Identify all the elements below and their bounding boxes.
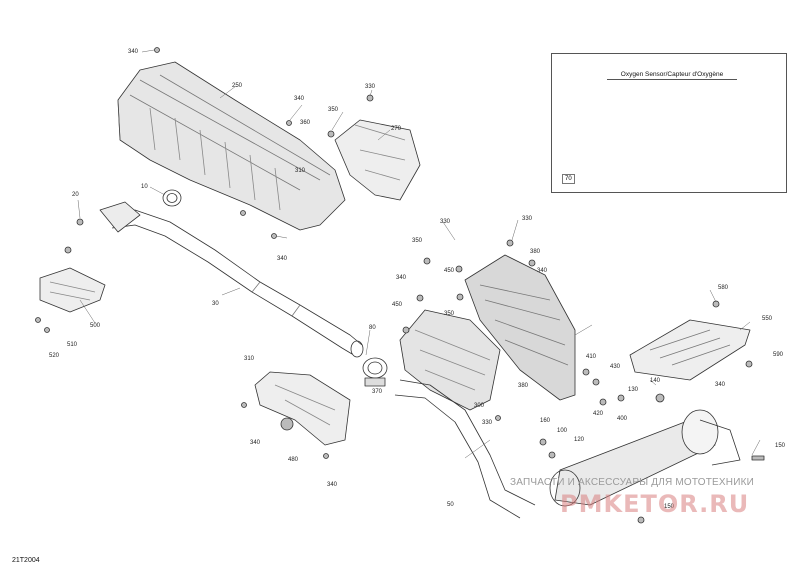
- bracket-310: [254, 371, 351, 446]
- callout: 150: [775, 443, 786, 449]
- callout: 500: [90, 323, 101, 329]
- callout: 450: [444, 268, 455, 274]
- heat-shield-250: [117, 61, 346, 231]
- drawing-id: 21T2004: [12, 557, 40, 564]
- oxygen-sensor-inset: Oxygen Sensor/Capteur d'Oxygène 70: [551, 53, 787, 193]
- callout: 580: [718, 285, 729, 291]
- callout: 340: [128, 49, 139, 55]
- callout: 360: [300, 120, 311, 126]
- watermark-text: ЗАПЧАСТИ И АКСЕССУАРЫ ДЛЯ МОТОТЕХНИКИ: [510, 477, 755, 488]
- callout: 310: [295, 168, 306, 174]
- callout: 550: [762, 316, 773, 322]
- callout: 340: [396, 275, 407, 281]
- callout: 520: [49, 353, 60, 359]
- exhaust-pipe-30: [99, 201, 364, 358]
- exhaust-pipe-50: [394, 379, 536, 519]
- callout: 100: [557, 428, 568, 434]
- callout: 330: [440, 219, 451, 225]
- callout: 330: [365, 84, 376, 90]
- watermark-brand: PMKETOR.RU: [560, 490, 750, 518]
- callout: 270: [391, 126, 402, 132]
- callout: 160: [540, 418, 551, 424]
- callout: 380: [518, 383, 529, 389]
- callout: 380: [530, 249, 541, 255]
- callout: 10: [141, 184, 148, 190]
- callout: 120: [574, 437, 585, 443]
- callout: 30: [212, 301, 219, 307]
- callout: 340: [250, 440, 261, 446]
- callout: 340: [277, 256, 288, 262]
- heat-shield-300: [399, 309, 501, 411]
- inset-title: Oxygen Sensor/Capteur d'Oxygène: [607, 71, 737, 80]
- callout: 350: [412, 238, 423, 244]
- callout: 350: [328, 107, 339, 113]
- leader-lines: [77, 49, 761, 459]
- heat-shield-320: [464, 254, 576, 401]
- callout: 340: [327, 482, 338, 488]
- callout: 330: [482, 420, 493, 426]
- muffler: [549, 409, 741, 507]
- callout: 420: [593, 411, 604, 417]
- callout: 300: [474, 403, 485, 409]
- callout: 310: [244, 356, 255, 362]
- callout: 340: [294, 96, 305, 102]
- grommet-480: [280, 417, 294, 431]
- callout: 430: [610, 364, 621, 370]
- callout: 480: [288, 457, 299, 463]
- callout: 510: [67, 342, 78, 348]
- callout: 410: [586, 354, 597, 360]
- callout: 330: [522, 216, 533, 222]
- callout: 400: [617, 416, 628, 422]
- heat-shield-580: [629, 319, 751, 381]
- hardware: [35, 47, 765, 524]
- callout: 340: [537, 268, 548, 274]
- callout: 130: [628, 387, 639, 393]
- gasket-10: [162, 189, 182, 207]
- callout: 370: [372, 389, 383, 395]
- heat-shield-270: [334, 119, 421, 201]
- callout: 20: [72, 192, 79, 198]
- callout: 80: [369, 325, 376, 331]
- callout: 50: [447, 502, 454, 508]
- bracket-500: [39, 267, 106, 313]
- callout: 150: [664, 504, 675, 510]
- clamp-80: [362, 357, 388, 387]
- callout: 340: [715, 382, 726, 388]
- callout: 350: [444, 311, 455, 317]
- callout: 140: [650, 378, 661, 384]
- callout: 450: [392, 302, 403, 308]
- inset-ref-label: 70: [562, 174, 575, 184]
- callout: 250: [232, 83, 243, 89]
- callout: 590: [773, 352, 784, 358]
